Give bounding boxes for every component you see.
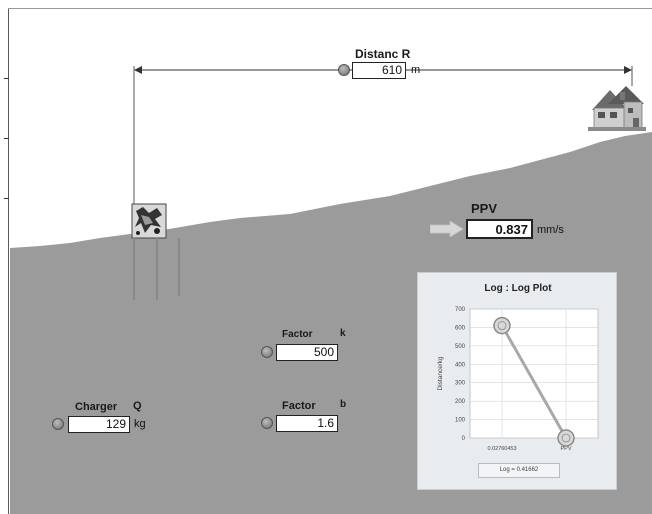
factor-b-label: Factor	[282, 400, 316, 412]
ppv-arrow-icon	[430, 221, 464, 237]
series-line	[500, 324, 568, 439]
y-tick-label: 500	[455, 344, 466, 350]
plot-legend: Log = 0.41662	[478, 463, 560, 478]
y-tick-label: 700	[455, 307, 466, 313]
borehole-line	[133, 238, 135, 300]
log-log-plot-panel: Log : Log Plot 700 600 500 400 300 200 100 0 0.0…	[417, 272, 617, 490]
distance-knob-icon[interactable]	[338, 64, 350, 76]
factor-k-symbol: k	[340, 328, 346, 339]
factor-b-knob-icon[interactable]	[261, 417, 273, 429]
data-point-inner	[561, 433, 571, 443]
y-tick-label: 400	[455, 362, 466, 368]
x-tick-label: PPV	[560, 446, 571, 452]
charge-knob-icon[interactable]	[52, 418, 64, 430]
frame-top-border	[8, 8, 652, 9]
house-icon	[588, 86, 646, 131]
right-arrowhead-icon	[624, 66, 632, 74]
borehole-line	[178, 238, 180, 296]
axis-tick	[4, 198, 9, 199]
left-arrowhead-icon	[134, 66, 142, 74]
y-tick-label: 600	[455, 325, 466, 331]
charge-input[interactable]: 129	[68, 416, 130, 433]
charge-unit: kg	[134, 418, 146, 430]
blast-marker-icon	[131, 203, 167, 239]
y-axis-label: Distance/kg	[437, 356, 444, 390]
y-tick-label: 300	[455, 381, 466, 387]
frame-left-border	[8, 8, 9, 514]
distance-input[interactable]: 610	[352, 62, 406, 79]
x-tick-label: 0.02760453	[487, 446, 516, 452]
factor-k-label: Factor	[282, 329, 313, 340]
charge-label: Charger	[75, 401, 118, 413]
plot-title: Log : Log Plot	[484, 283, 552, 294]
factor-k-input[interactable]: 500	[276, 344, 338, 361]
distance-label: Distanc R	[355, 47, 411, 61]
ppv-label: PPV	[471, 201, 498, 216]
axis-tick	[4, 78, 9, 79]
log-log-chart: 700 600 500 400 300 200 100 0 0.02760453 PPV Dista…	[437, 307, 599, 452]
ppv-unit: mm/s	[537, 224, 564, 236]
borehole-line	[156, 238, 158, 300]
axis-tick	[4, 138, 9, 139]
y-tick-label: 200	[455, 399, 466, 405]
distance-unit: m	[411, 64, 421, 76]
charge-symbol: Q	[133, 400, 142, 412]
factor-k-knob-icon[interactable]	[261, 346, 273, 358]
data-point	[493, 316, 511, 335]
y-tick-label: 0	[462, 436, 466, 442]
plot-area	[469, 308, 599, 439]
factor-b-symbol: b	[340, 399, 347, 410]
ppv-output: 0.837	[466, 219, 533, 239]
factor-b-input[interactable]: 1.6	[276, 415, 338, 432]
data-point	[557, 429, 575, 447]
y-tick-label: 100	[455, 418, 466, 424]
data-point-inner	[497, 321, 507, 330]
